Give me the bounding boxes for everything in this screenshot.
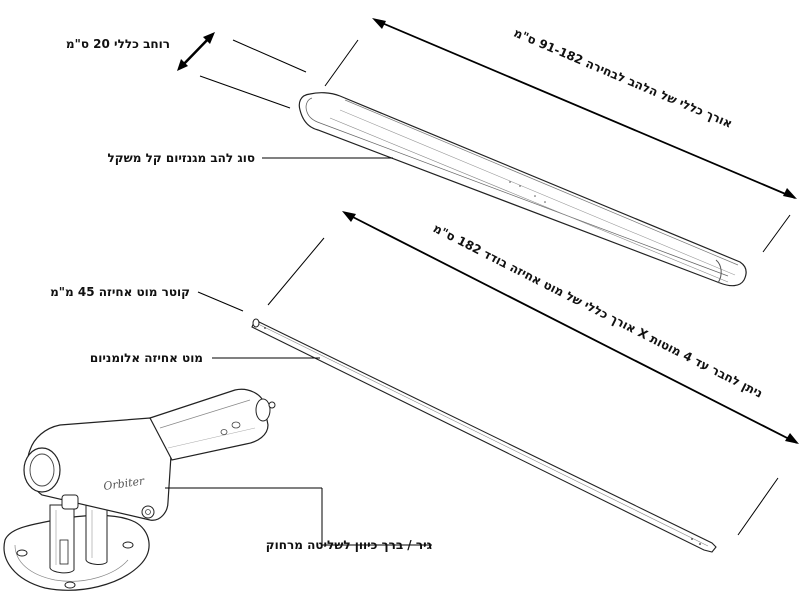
arrowhead-icon (783, 188, 797, 199)
rod-end-cap (252, 318, 260, 328)
extension-line (762, 214, 791, 253)
arm-end (255, 398, 271, 422)
arrowhead-icon (372, 18, 386, 29)
blade-ridge (344, 99, 739, 266)
blade-length-arrow-line (374, 19, 796, 199)
arm-screw (231, 421, 241, 429)
rod-highlight (255, 322, 709, 547)
rod-diameter-leader (197, 291, 244, 312)
blade-dot (534, 195, 536, 197)
extension-line (324, 39, 359, 87)
gear-arm (149, 388, 269, 461)
bolt-hole (16, 549, 28, 557)
rod-illustration (251, 318, 717, 553)
blade-ridge (339, 109, 736, 276)
gear-label: גיר / ברך כיוון לשליטה מרחוק (266, 538, 433, 552)
blade-illustration (298, 92, 747, 287)
width-dimension: רוחב כללי 20 ס"מ (66, 32, 307, 109)
width-label: רוחב כללי 20 ס"מ (66, 37, 170, 51)
clamp-bolt-center (145, 509, 151, 515)
rod-material-label: מוט אחיזה אלומניום (90, 351, 203, 365)
extension-line (267, 237, 325, 306)
arm-screw (220, 429, 228, 435)
rod-diameter-label: קוטר מוט אחיזה 45 מ"מ (50, 285, 190, 299)
blade-dot (544, 201, 546, 203)
arrowhead-icon (203, 32, 215, 44)
arrowhead-icon (785, 433, 799, 444)
bolt-hole (64, 581, 76, 589)
blade-dot (519, 185, 521, 187)
blade-outline (298, 92, 747, 287)
bolt-hole (122, 541, 134, 549)
clamp-knob (61, 494, 79, 510)
gear-mount-illustration: Orbiter (3, 388, 276, 591)
arrowhead-icon (177, 59, 188, 71)
extension-line (232, 39, 307, 73)
rod-hole (264, 327, 266, 329)
mount-post (85, 504, 108, 565)
brand-logo: Orbiter (103, 474, 146, 493)
socket-inner (29, 453, 55, 487)
rod-length-label: אורך כללי של מוט אחיזה בודד 182 ס"מ X ני… (431, 221, 765, 401)
arm-tip (268, 401, 276, 409)
extension-line (737, 477, 779, 536)
blade-length-label: אורך כללי של הלהב לבחירה 91-182 ס"מ (512, 26, 735, 131)
arm-shade (167, 427, 256, 449)
extension-line (199, 75, 291, 109)
rod-length-arrow-line (344, 212, 798, 444)
arm-shade (159, 399, 251, 429)
blade-ridge (329, 117, 729, 283)
rod-hole (699, 543, 701, 545)
blade-dot (509, 181, 511, 183)
blade-inner-edge (305, 97, 729, 277)
mount-pin (59, 539, 69, 565)
base-plate-edge (14, 544, 129, 582)
blade-type-label: סוג להב מגנזיום קל משקל (108, 151, 255, 165)
blade-end-cap (715, 259, 722, 284)
rod-hole (691, 538, 693, 540)
gear-leader (321, 488, 432, 546)
arrowhead-icon (342, 211, 356, 222)
